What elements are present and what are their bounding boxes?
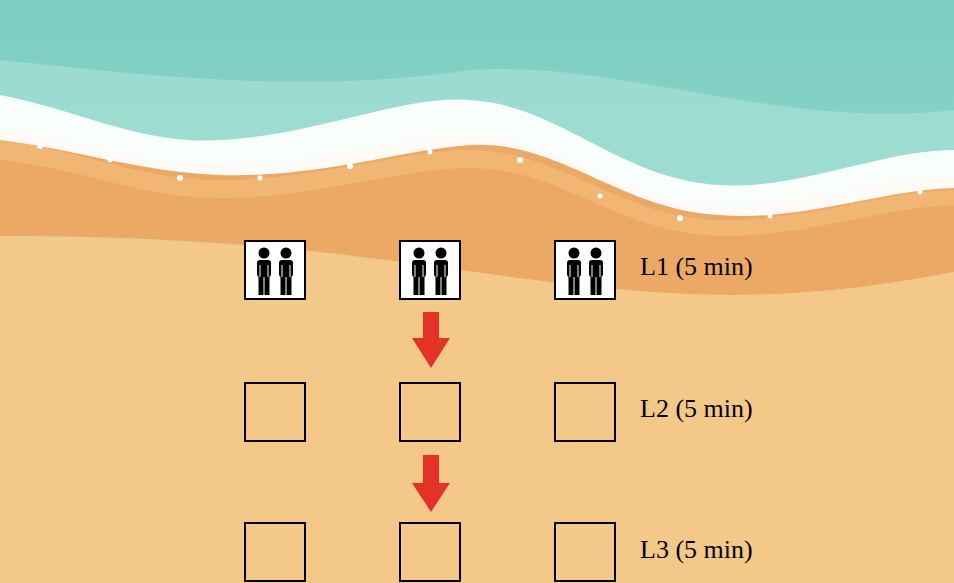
empty-box xyxy=(400,523,460,581)
row-two-boxes xyxy=(245,383,615,441)
foam-dot xyxy=(428,150,433,155)
stage-label: L1 (5 min) xyxy=(640,252,753,282)
foam-dot xyxy=(177,175,183,181)
empty-box xyxy=(245,383,305,441)
empty-box xyxy=(400,383,460,441)
foam-dot xyxy=(108,158,113,163)
empty-box xyxy=(245,523,305,581)
occupied-box xyxy=(555,241,615,299)
row-three-boxes xyxy=(245,523,615,581)
foam-dot xyxy=(258,176,263,181)
occupied-box xyxy=(400,241,460,299)
arrow-shaft xyxy=(423,312,439,340)
arrow-head xyxy=(412,483,450,512)
empty-box xyxy=(555,523,615,581)
occupied-box xyxy=(245,241,305,299)
foam-dot xyxy=(517,157,523,163)
empty-box xyxy=(555,383,615,441)
foam-dot xyxy=(918,190,923,195)
wave-foam xyxy=(0,95,954,216)
arrow-head xyxy=(412,338,450,368)
stage-label: L3 (5 min) xyxy=(640,535,753,565)
foam-dots xyxy=(37,143,923,221)
foam-dot xyxy=(347,163,353,169)
move-arrow xyxy=(412,312,450,368)
foam-dot xyxy=(677,215,683,221)
arrow-shaft xyxy=(423,455,439,485)
foam-dot xyxy=(37,143,43,149)
move-arrow xyxy=(412,455,450,512)
row-one-boxes xyxy=(245,241,615,299)
people-icon xyxy=(257,248,293,296)
foam-dot xyxy=(847,197,853,203)
foam-dot xyxy=(598,194,603,199)
people-icon xyxy=(567,248,603,296)
dry-sand xyxy=(0,236,954,583)
people-icon xyxy=(412,248,448,296)
foam-dot xyxy=(768,214,773,219)
stage-label: L2 (5 min) xyxy=(640,394,753,424)
